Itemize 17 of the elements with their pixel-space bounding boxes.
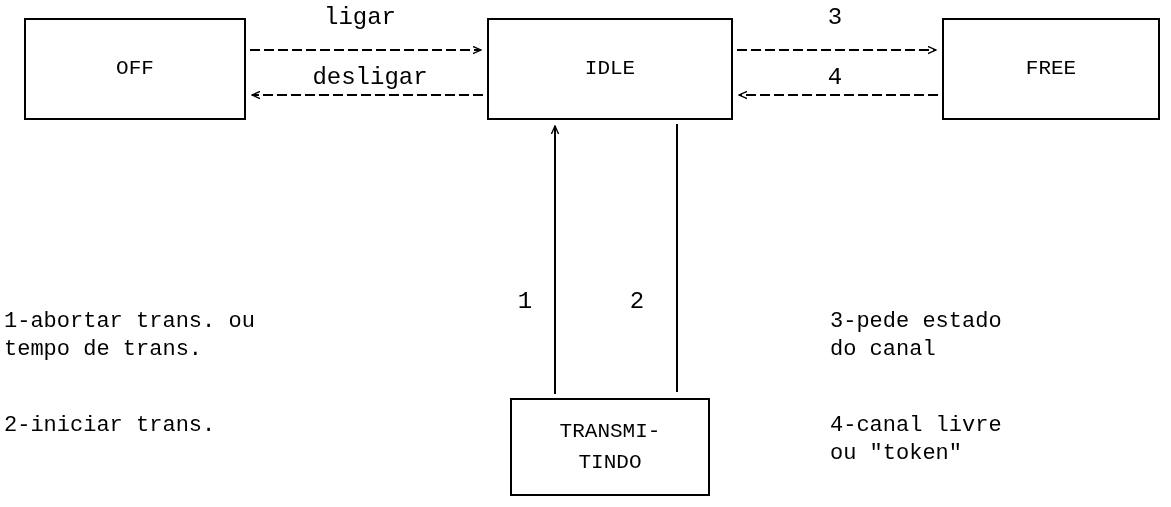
- arrow: [251, 90, 484, 100]
- state-label: IDLE: [584, 56, 636, 83]
- arrow: [736, 45, 937, 55]
- state-label: FREE: [1025, 56, 1077, 83]
- arrow: [738, 90, 939, 100]
- state-box: [24, 18, 246, 120]
- state-label: TRANSMI- TINDO: [558, 418, 662, 476]
- note-text: 1-abortar trans. ou tempo de trans.: [4, 308, 256, 363]
- state-label: OFF: [116, 56, 154, 83]
- state-box: [942, 18, 1160, 120]
- arrow: [550, 125, 560, 395]
- state-box: [487, 18, 733, 120]
- state-box: [510, 398, 710, 496]
- note-text: 3-pede estado do canal: [830, 308, 1003, 363]
- note-text: 4-canal livre ou "token": [830, 412, 1003, 467]
- arrow: [249, 45, 482, 55]
- note-text: 2-iniciar trans.: [4, 412, 217, 440]
